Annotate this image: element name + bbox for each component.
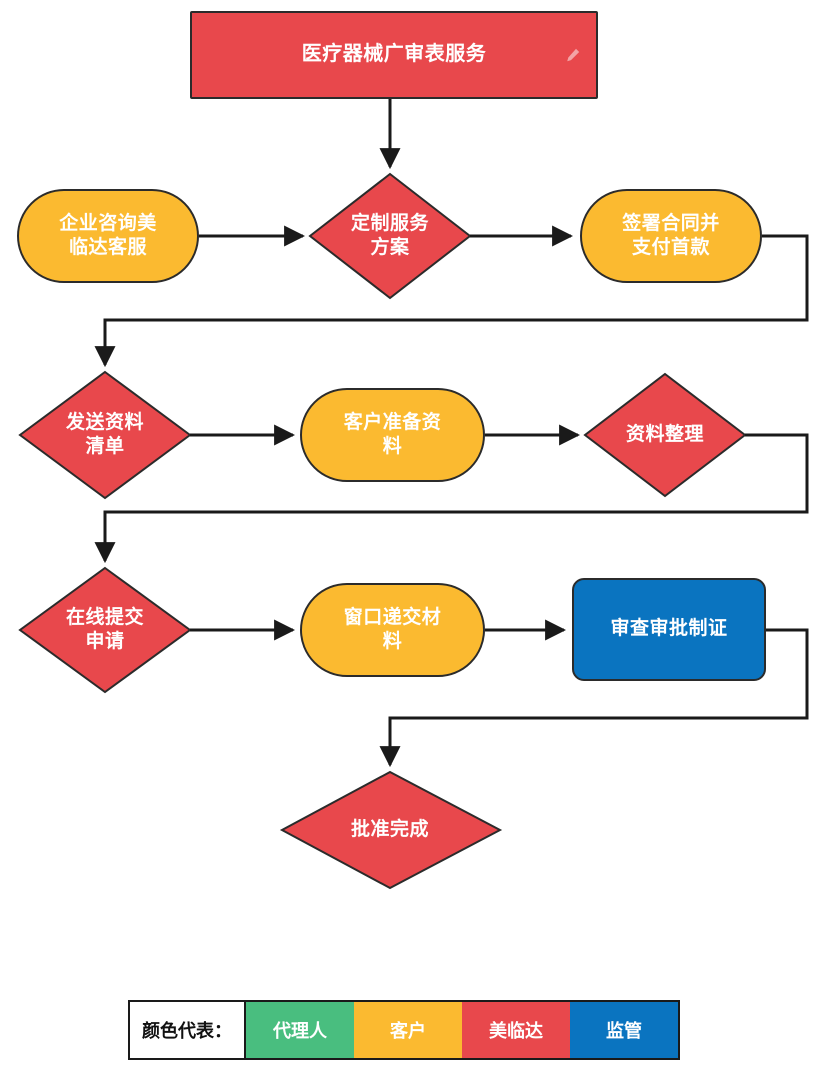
node-shape-n11[interactable] [279,770,503,890]
edge-n7-n8 [94,433,809,564]
legend-item-label: 监管 [606,1021,642,1041]
node-customized-service-plan[interactable]: 定制服务 方案 [310,198,470,274]
node-label: 批准完成 [350,818,429,840]
node-shape-n5[interactable] [18,370,192,500]
node-label: 客户准备资 料 [343,411,442,457]
node-label: 窗口递交材 料 [343,606,442,652]
node-shape-n7[interactable] [583,372,747,498]
node-review-approval-certificate[interactable]: 审查审批制证 [572,578,766,681]
legend-item-label: 美临达 [489,1021,543,1041]
node-counter-submit-materials[interactable]: 窗口递交材 料 [300,583,485,677]
pencil-edit-icon[interactable] [566,48,580,62]
edge-n10-n11 [379,628,809,768]
node-label: 企业咨询美 临达客服 [59,212,157,258]
node-shape-n8[interactable] [18,566,192,694]
node-document-organization[interactable]: 资料整理 [590,418,740,452]
legend-item-agent[interactable]: 代理人 [246,1002,354,1058]
node-enterprise-consult-customer-service[interactable]: 企业咨询美 临达客服 [17,189,199,283]
node-shape-n3[interactable] [308,172,472,300]
node-label: 医疗器械广审表服务 [301,43,487,66]
node-label: 审查审批制证 [610,618,728,640]
node-client-prepares-documents[interactable]: 客户准备资 料 [300,388,485,482]
node-sign-contract-pay-deposit[interactable]: 签署合同并 支付首款 [580,189,762,283]
edge-n4-n5 [94,234,809,368]
node-label: 资料整理 [625,423,704,445]
legend-item-label: 客户 [390,1021,426,1041]
legend: 颜色代表： 代理人 客户 美临达 监管 [128,1000,680,1060]
node-online-submit-application[interactable]: 在线提交 申请 [25,592,185,668]
node-approval-completed[interactable]: 批准完成 [310,813,470,847]
legend-item-client[interactable]: 客户 [354,1002,462,1058]
node-label: 在线提交 申请 [65,606,144,652]
node-label: 发送资料 清单 [65,411,144,457]
legend-title: 颜色代表： [130,1002,246,1058]
node-title-medical-device-ad-review[interactable]: 医疗器械广审表服务 [190,11,598,99]
node-send-document-checklist[interactable]: 发送资料 清单 [25,397,185,473]
legend-item-meilinda[interactable]: 美临达 [462,1002,570,1058]
edges [94,99,809,768]
diamond-shapes [18,172,747,890]
node-label: 定制服务 方案 [350,212,429,258]
legend-item-label: 代理人 [273,1021,327,1041]
legend-item-regulator[interactable]: 监管 [570,1002,678,1058]
node-label: 签署合同并 支付首款 [622,212,720,258]
